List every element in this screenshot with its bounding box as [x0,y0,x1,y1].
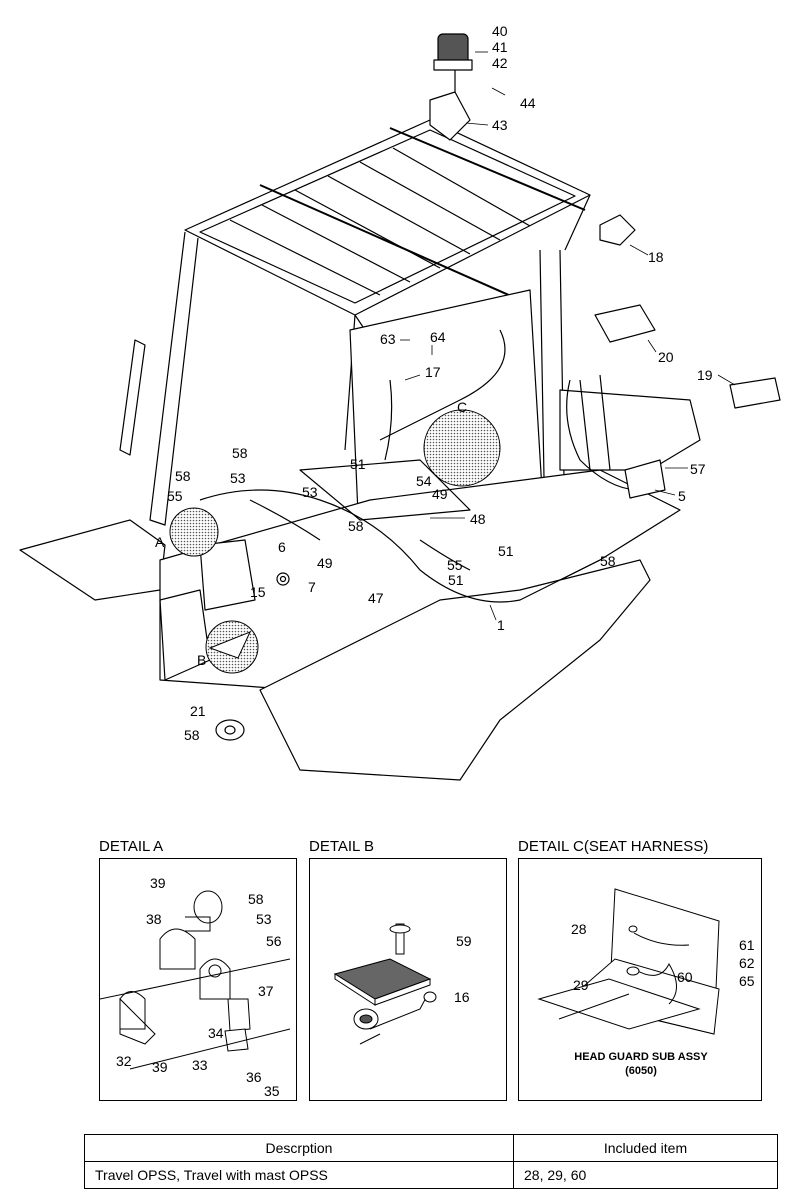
callout-64: 64 [430,329,446,345]
detail-c-callout-62: 62 [739,955,755,971]
callout-44: 44 [520,95,536,111]
callout-15: 15 [250,584,266,600]
table-header-description: Descrption [84,1134,514,1162]
callout-40: 40 [492,23,508,39]
callout-58-e: 58 [184,727,200,743]
detail-a-callout-53: 53 [256,911,272,927]
detail-c-caption-2: (6050) [625,1065,657,1077]
detail-c-callout-65: 65 [739,973,755,989]
detail-a-callout-38: 38 [146,911,162,927]
callout-58-a: 58 [232,445,248,461]
callout-C: C [457,399,467,415]
detail-a-callout-56: 56 [266,933,282,949]
callout-49-b: 49 [317,555,333,571]
callout-18: 18 [648,249,664,265]
detail-c-callout-60: 60 [677,969,693,985]
callout-20: 20 [658,349,674,365]
detail-a-callout-36: 36 [246,1069,262,1085]
included-items-table: Descrption Included item Travel OPSS, Tr… [84,1134,778,1189]
table-header-included-item: Included item [513,1134,778,1162]
detail-a-box: 39 58 38 53 56 37 34 32 39 33 36 35 [99,858,297,1101]
detail-a-callout-58: 58 [248,891,264,907]
main-exploded-diagram: 40 41 42 44 43 18 20 19 57 5 63 64 17 C … [19,23,781,781]
callout-1: 1 [497,617,505,633]
callout-55-b: 55 [447,557,463,573]
detail-a-title: DETAIL A [99,838,164,855]
callout-7: 7 [308,579,316,595]
callout-58-d: 58 [600,553,616,569]
detail-c-title: DETAIL C(SEAT HARNESS) [518,838,709,855]
detail-a-callout-39a: 39 [150,875,166,891]
callout-53-a: 53 [230,470,246,486]
table-cell-description: Travel OPSS, Travel with mast OPSS [84,1161,514,1189]
detail-b-callout-16: 16 [454,989,470,1005]
detail-c-callout-29: 29 [573,977,589,993]
callout-53-b: 53 [302,484,318,500]
callout-43: 43 [492,117,508,133]
callout-58-c: 58 [348,518,364,534]
detail-b-title: DETAIL B [309,838,375,855]
callout-54: 54 [416,473,432,489]
table-header-row: Descrption Included item [84,1134,778,1162]
callout-51-a: 51 [350,456,366,472]
callout-19: 19 [697,367,713,383]
callout-41: 41 [492,39,508,55]
callout-51-b: 51 [498,543,514,559]
callout-21: 21 [190,703,206,719]
detail-c-callout-28: 28 [571,921,587,937]
callout-A: A [155,534,165,550]
callout-57: 57 [690,461,706,477]
detail-a-callout-32: 32 [116,1053,132,1069]
detail-b-callout-59: 59 [456,933,472,949]
callout-6: 6 [278,539,286,555]
callout-58-b: 58 [175,468,191,484]
detail-c-box: 28 61 62 65 60 29 HEAD GUARD SUB ASSY (6… [518,858,762,1101]
detail-a-callout-35: 35 [264,1083,280,1099]
detail-a-callout-37: 37 [258,983,274,999]
detail-c-callout-61: 61 [739,937,755,953]
callout-63: 63 [380,331,396,347]
callout-55-a: 55 [167,488,183,504]
detail-a-callout-33: 33 [192,1057,208,1073]
callout-5: 5 [678,488,686,504]
table-row: Travel OPSS, Travel with mast OPSS 28, 2… [84,1161,778,1189]
detail-b-box: 59 16 [309,858,507,1101]
callout-51-c: 51 [448,572,464,588]
callout-B: B [197,652,206,668]
detail-a-callout-39b: 39 [152,1059,168,1075]
callout-48: 48 [470,511,486,527]
table-cell-included-item: 28, 29, 60 [513,1161,778,1189]
detail-c-caption-1: HEAD GUARD SUB ASSY [574,1051,708,1063]
callout-17: 17 [425,364,441,380]
detail-a-callout-34: 34 [208,1025,224,1041]
callout-42: 42 [492,55,508,71]
callout-47: 47 [368,590,384,606]
callout-49-a: 49 [432,486,448,502]
